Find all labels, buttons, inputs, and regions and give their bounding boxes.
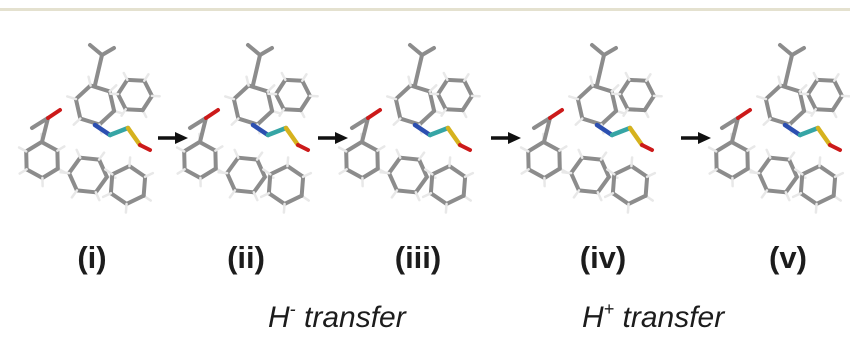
molecule-structure-iv [519, 43, 663, 214]
proton-caption-rest: transfer [614, 301, 725, 334]
stage-label-i: (i) [77, 240, 107, 275]
proton-caption-sup: + [603, 299, 615, 319]
molecule-structure-ii [175, 43, 319, 214]
molecule-structure-iii [337, 43, 481, 214]
proton-transfer-caption: H+ transfer [582, 298, 724, 338]
hydride-caption-sup: - [289, 299, 296, 319]
stage-label-iii: (iii) [394, 240, 442, 275]
hydride-caption-rest: transfer [295, 301, 406, 334]
proton-caption-base: H [582, 301, 604, 334]
hydride-transfer-caption: H- transfer [268, 298, 406, 338]
molecule-structure-i [17, 43, 161, 214]
molecule-structure-v [707, 43, 850, 214]
top-rule [0, 8, 850, 11]
stage-label-iv: (iv) [579, 240, 627, 275]
stage-label-ii: (ii) [227, 240, 265, 275]
stage-label-v: (v) [769, 240, 807, 275]
hydride-caption-base: H [268, 301, 290, 334]
arrow-3 [491, 132, 521, 144]
arrow-4 [681, 132, 711, 144]
arrow-2 [318, 132, 348, 144]
arrow-1 [158, 132, 188, 144]
